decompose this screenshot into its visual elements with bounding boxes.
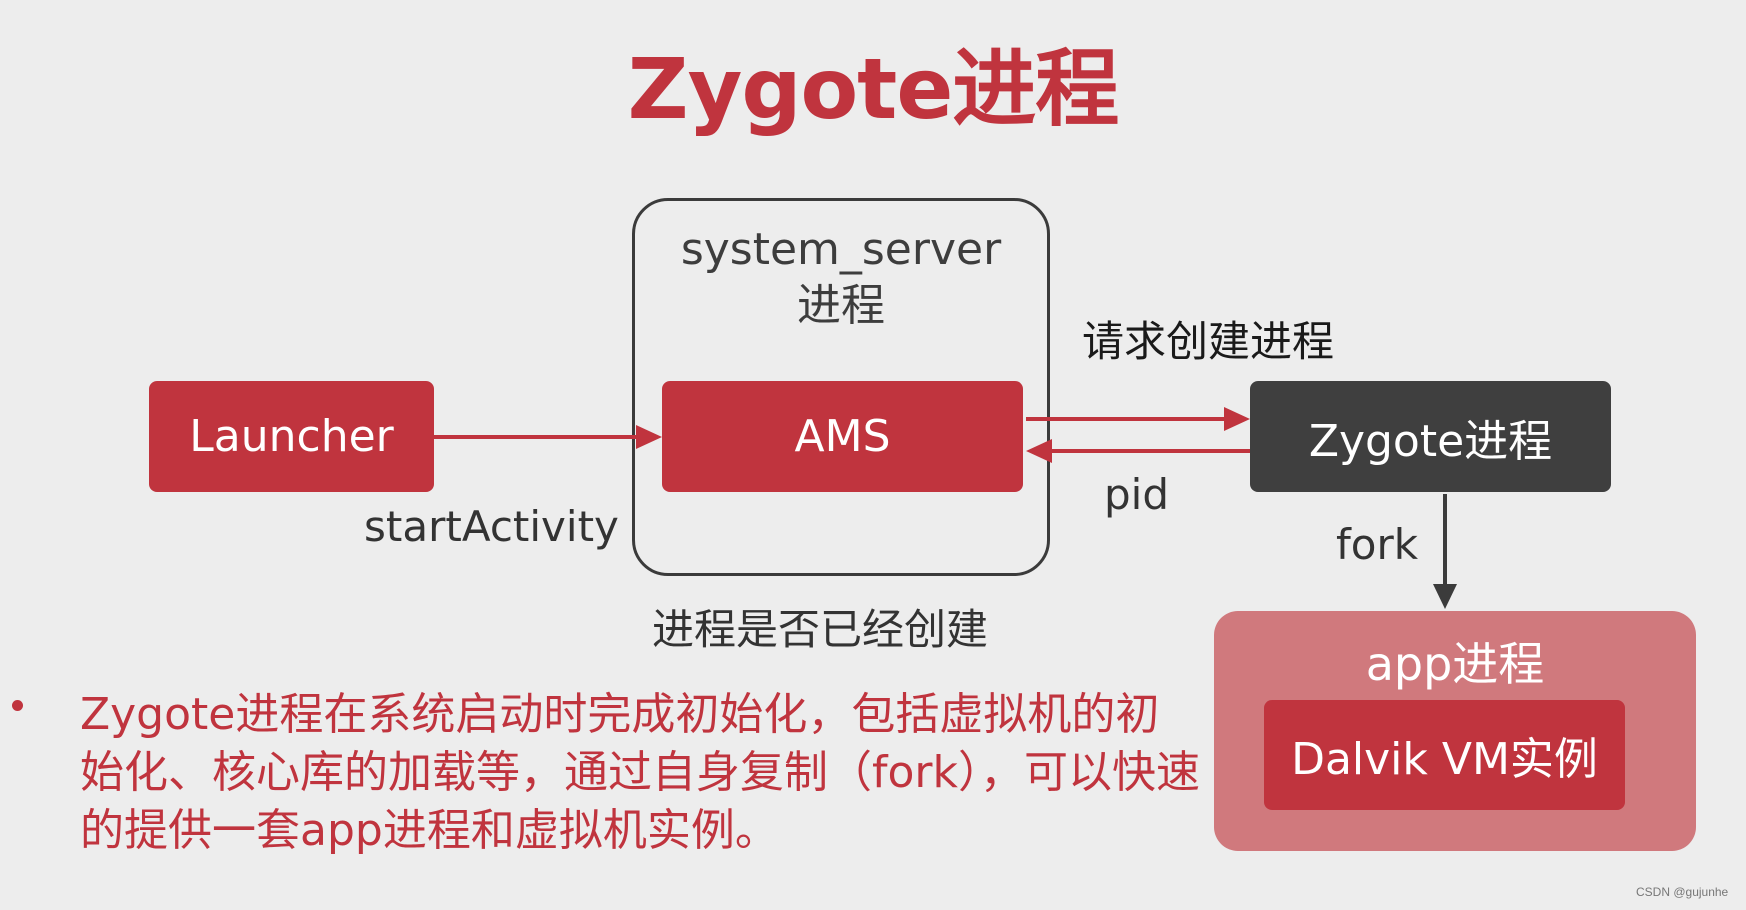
process-created-check-label: 进程是否已经创建 [652, 605, 989, 654]
dalvik-vm-label: Dalvik VM实例 [1291, 734, 1598, 785]
ams-label: AMS [794, 411, 891, 462]
launcher-label: Launcher [189, 411, 394, 462]
start-activity-arrowhead [636, 425, 662, 449]
app-process-label: app进程 [1365, 637, 1545, 691]
zygote-label: Zygote进程 [1308, 415, 1553, 467]
request-create-label: 请求创建进程 [1082, 317, 1335, 366]
start-activity-label: startActivity [364, 502, 619, 551]
system-server-frame [632, 198, 1050, 576]
page-title: Zygote进程 [627, 40, 1120, 138]
system-server-label: system_server 进程 [680, 224, 1002, 331]
fork-label: fork [1336, 520, 1419, 569]
ams-box: AMS [662, 381, 1023, 492]
bullet-dot [12, 700, 23, 711]
request-arrowhead [1224, 407, 1250, 431]
pid-arrowhead [1026, 439, 1052, 463]
zygote-box: Zygote进程 [1250, 381, 1611, 492]
launcher-box: Launcher [149, 381, 434, 492]
watermark: CSDN @gujunhe [1636, 885, 1729, 899]
fork-arrowhead [1433, 584, 1457, 609]
dalvik-vm-box: Dalvik VM实例 [1264, 700, 1625, 810]
pid-label: pid [1104, 470, 1169, 519]
bullet-text: Zygote进程在系统启动时完成初始化，包括虚拟机的初始化、核心库的加载等，通过… [80, 689, 1200, 856]
